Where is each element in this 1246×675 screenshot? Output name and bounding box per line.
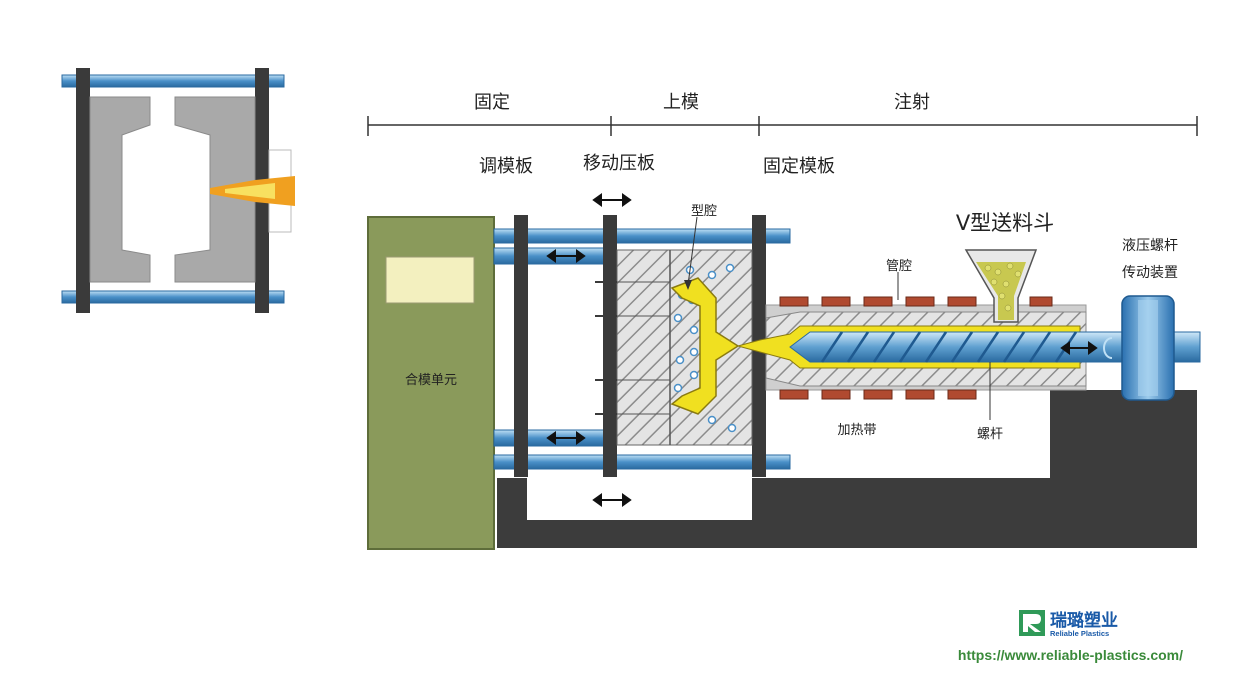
- adjust-plate: [514, 215, 528, 477]
- brand-name: 瑞璐塑业: [1050, 610, 1118, 631]
- hopper-pellets: [976, 262, 1026, 320]
- base-cutout: [527, 478, 752, 520]
- inset-mold: [61, 68, 295, 313]
- label-cavity: 型腔: [691, 204, 717, 219]
- label-clamp-unit: 合模单元: [405, 373, 457, 388]
- cavity-melt: [670, 277, 740, 415]
- inset-plate-left: [76, 68, 90, 313]
- motion-arrows: [546, 193, 1098, 507]
- rotation-mark: [1103, 337, 1113, 359]
- brand-logo: 瑞璐塑业 Reliable Plastics: [1019, 610, 1118, 638]
- moving-platen: [603, 215, 617, 477]
- tie-rod-top: [493, 228, 791, 244]
- brand-subtitle: Reliable Plastics: [1050, 629, 1109, 638]
- label-heater: 加热带: [837, 423, 876, 438]
- inset-rod-top: [61, 74, 285, 88]
- tie-rod-bottom: [493, 454, 791, 470]
- label-moving-platen: 移动压板: [583, 153, 655, 174]
- label-section-inject: 注射: [894, 92, 930, 113]
- label-adjust-plate: 调模板: [479, 156, 533, 177]
- dimension-line: [367, 116, 1198, 136]
- heater-bands: [779, 296, 1053, 400]
- inset-mold-left-half: [89, 96, 151, 283]
- leader-lines: [687, 216, 991, 420]
- inset-rod-bottom: [61, 290, 285, 304]
- clamp-window: [385, 256, 475, 304]
- label-hopper: V型送料斗: [956, 211, 1054, 235]
- label-barrel: 管腔: [886, 259, 912, 274]
- label-hydraulic-2: 传动装置: [1122, 265, 1178, 281]
- label-section-mold: 上模: [663, 92, 699, 113]
- label-section-fixed: 固定: [474, 92, 510, 113]
- label-hydraulic-1: 液压螺杆: [1122, 238, 1178, 254]
- label-screw: 螺杆: [977, 427, 1003, 442]
- screw-body: [789, 331, 1201, 363]
- inset-melt-core: [225, 183, 275, 199]
- injection-support: [1050, 390, 1197, 548]
- label-fixed-platen: 固定模板: [763, 156, 835, 177]
- screw-flights: [820, 331, 1078, 363]
- brand-url[interactable]: https://www.reliable-plastics.com/: [958, 647, 1183, 663]
